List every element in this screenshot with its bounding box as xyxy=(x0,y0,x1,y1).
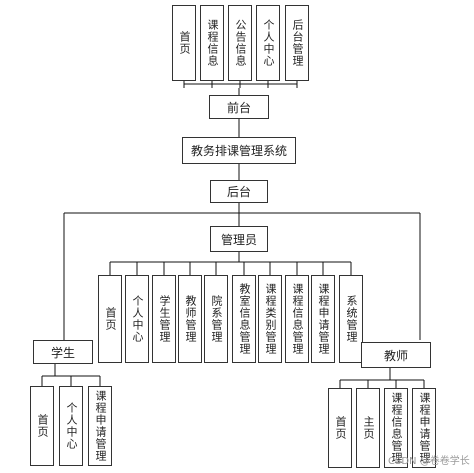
student-page-personal-center: 个人中心 xyxy=(59,386,83,466)
admin-page-teacher-management: 教师管理 xyxy=(178,275,202,363)
watermark: CSDN @卷卷学长 xyxy=(388,456,470,467)
teacher-node: 教师 xyxy=(361,342,431,368)
teacher-page-course-application-management: 课程申请管理 xyxy=(412,388,436,468)
backend-node: 后台 xyxy=(210,180,268,203)
teacher-page-main: 主页 xyxy=(356,388,380,468)
admin-page-classroom-management: 教室信息管理 xyxy=(232,275,256,363)
admin-page-course-category-management: 课程类别管理 xyxy=(258,275,282,363)
student-page-course-application-management: 课程申请管理 xyxy=(88,386,112,466)
student-node: 学生 xyxy=(33,340,93,364)
admin-page-personal-center: 个人中心 xyxy=(125,275,149,363)
student-page-home: 首页 xyxy=(30,386,54,466)
frontend-page-backend-management: 后台管理 xyxy=(285,5,309,81)
admin-page-home: 首页 xyxy=(98,275,122,363)
admin-page-course-application-management: 课程申请管理 xyxy=(311,275,335,363)
frontend-page-announcements: 公告信息 xyxy=(228,5,252,81)
frontend-page-home: 首页 xyxy=(172,5,196,81)
system-node: 教务排课管理系统 xyxy=(182,137,296,164)
frontend-page-personal-center: 个人中心 xyxy=(256,5,280,81)
admin-page-course-info-management: 课程信息管理 xyxy=(285,275,309,363)
admin-page-student-management: 学生管理 xyxy=(152,275,176,363)
frontend-node: 前台 xyxy=(209,95,269,119)
frontend-page-course-info: 课程信息 xyxy=(200,5,224,81)
admin-page-system-management: 系统管理 xyxy=(339,275,363,363)
admin-node: 管理员 xyxy=(210,226,268,252)
teacher-page-home: 首页 xyxy=(328,388,352,468)
teacher-page-course-info-management: 课程信息管理 xyxy=(384,388,408,468)
admin-page-department-management: 院系管理 xyxy=(204,275,228,363)
